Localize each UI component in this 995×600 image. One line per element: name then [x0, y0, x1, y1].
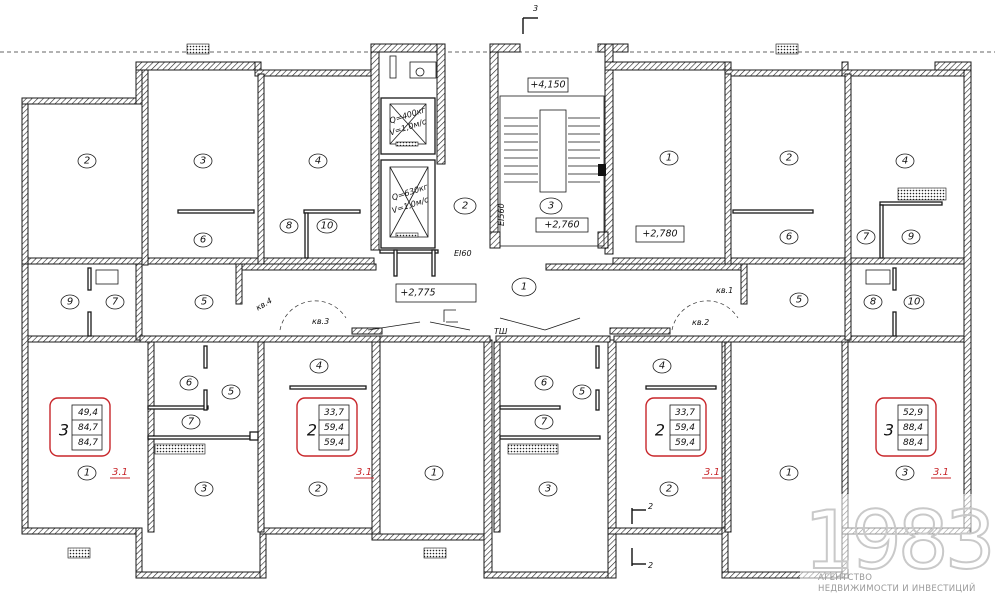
apartment-area-gross: 84,7: [78, 438, 98, 448]
building-core: [279, 55, 739, 331]
room-number: 6: [200, 235, 206, 246]
corridor-mark: ТШ: [494, 327, 508, 336]
room-number: 5: [228, 387, 234, 398]
apartment-rooms: 3: [59, 421, 69, 440]
room-number: 6: [186, 378, 192, 389]
core-labels: 2 3 1: [453, 197, 563, 297]
apartment-area-total: 59,4: [324, 423, 344, 433]
room-number: 3: [545, 484, 551, 495]
apartment-card-2[interactable]: 2 33,7 59,4 59,4 3.1: [296, 397, 374, 479]
room-number: 8: [286, 221, 292, 232]
apartment-rooms: 2: [307, 421, 317, 440]
apartment-card-3[interactable]: 2 33,7 59,4 59,4 3.1: [645, 397, 722, 479]
apartment-rooms: 2: [655, 421, 665, 440]
watermark-line2: НЕДВИЖИМОСТИ И ИНВЕСТИЦИЙ: [818, 582, 976, 594]
room-number: 1: [666, 153, 672, 164]
shaft-label-kv2: кв.2: [692, 318, 709, 327]
watermark-year: 1983: [804, 494, 992, 587]
core-label-stairwell: 3: [548, 201, 554, 212]
core-label-lift-hall: 2: [462, 201, 468, 212]
room-numbers-mid-right: 5 8 10: [789, 292, 925, 310]
room-number: 5: [579, 387, 585, 398]
room-number: 7: [188, 417, 195, 428]
room-number: 5: [201, 297, 207, 308]
fire-labels: EI60 EI560: [454, 203, 506, 258]
level-marks: +4,150 +2,760 +2,775 +2,780: [400, 80, 677, 299]
fire-label-ei560: EI560: [497, 203, 506, 226]
room-number: 6: [541, 378, 547, 389]
room-number: 4: [902, 156, 908, 167]
room-number: 9: [67, 297, 73, 308]
room-number: 5: [796, 295, 802, 306]
shaft-label-kv3: кв.3: [312, 317, 329, 326]
apartment-area-gross: 59,4: [675, 438, 695, 448]
section-mark-top: 3: [533, 4, 538, 13]
apartment-area-gross: 59,4: [324, 438, 344, 448]
room-number: 2: [315, 484, 321, 495]
vents: [67, 43, 947, 559]
room-numbers-mid-left: 9 7 5: [60, 294, 214, 310]
apartment-tag: 3.1: [933, 467, 949, 478]
room-number: 7: [863, 232, 870, 243]
section-mark-bottom-lower: 2: [648, 561, 653, 570]
room-numbers-top-right: 1 2 4 6 7 9: [659, 150, 921, 245]
room-number: 3: [902, 468, 908, 479]
interior-walls: [27, 69, 965, 533]
apartment-area-living: 33,7: [675, 408, 695, 418]
apartment-area-living: 52,9: [903, 408, 923, 418]
apartment-area-living: 33,7: [324, 408, 344, 418]
level-lobby: +2,775: [400, 288, 435, 299]
room-number: 2: [84, 156, 90, 167]
room-number: 9: [908, 232, 914, 243]
core-label-corridor: 1: [521, 282, 527, 293]
room-number: 10: [321, 221, 334, 232]
room-number: 1: [84, 468, 90, 479]
room-number: 2: [666, 484, 672, 495]
room-number: 4: [315, 156, 321, 167]
room-number: 8: [870, 297, 876, 308]
level-stair-top: +4,150: [530, 80, 565, 91]
room-number: 7: [112, 297, 119, 308]
room-number: 6: [786, 232, 792, 243]
room-number: 4: [316, 361, 322, 372]
room-number: 1: [431, 468, 437, 479]
apartment-tag: 3.1: [356, 467, 372, 478]
shaft-label-kv4: кв.4: [254, 296, 273, 312]
room-number: 2: [786, 153, 792, 164]
shaft-label-kv1: кв.1: [716, 286, 733, 295]
apartment-card-4[interactable]: 3 52,9 88,4 88,4 3.1: [875, 397, 951, 479]
room-numbers-top-left: 2 3 4 6 8 10: [77, 153, 338, 248]
apartment-rooms: 3: [884, 421, 894, 440]
apartment-area-total: 84,7: [78, 423, 98, 433]
room-number: 3: [201, 484, 207, 495]
agency-watermark: 1983 АГЕНТСТВО НЕДВИЖИМОСТИ И ИНВЕСТИЦИЙ: [800, 493, 995, 600]
apartment-area-total: 88,4: [903, 423, 923, 433]
apartment-card-1[interactable]: 3 49,4 84,7 84,7 3.1: [49, 397, 130, 479]
apartment-tag: 3.1: [112, 467, 128, 478]
section-mark-bottom-upper: 2: [648, 502, 653, 511]
room-number: 10: [908, 297, 921, 308]
section-marks: 3 2 2: [522, 4, 653, 570]
level-right-flat: +2,780: [642, 229, 677, 240]
room-number: 1: [786, 468, 792, 479]
apartment-area-total: 59,4: [675, 423, 695, 433]
watermark-line1: АГЕНТСТВО: [818, 573, 872, 583]
fire-label-ei60: EI60: [454, 249, 472, 258]
apartment-area-living: 49,4: [78, 408, 98, 418]
room-number: 4: [659, 361, 665, 372]
room-number: 3: [200, 156, 206, 167]
room-number: 7: [541, 417, 548, 428]
apartment-area-gross: 88,4: [903, 438, 923, 448]
room-numbers-bottom-left: 1 3 6 5 7 4 2 1: [77, 358, 444, 497]
level-stair-bottom: +2,760: [544, 220, 579, 231]
apartment-tag: 3.1: [704, 467, 720, 478]
room-numbers-bottom-right: 3 6 5 7 4 2 1 3: [534, 358, 915, 497]
